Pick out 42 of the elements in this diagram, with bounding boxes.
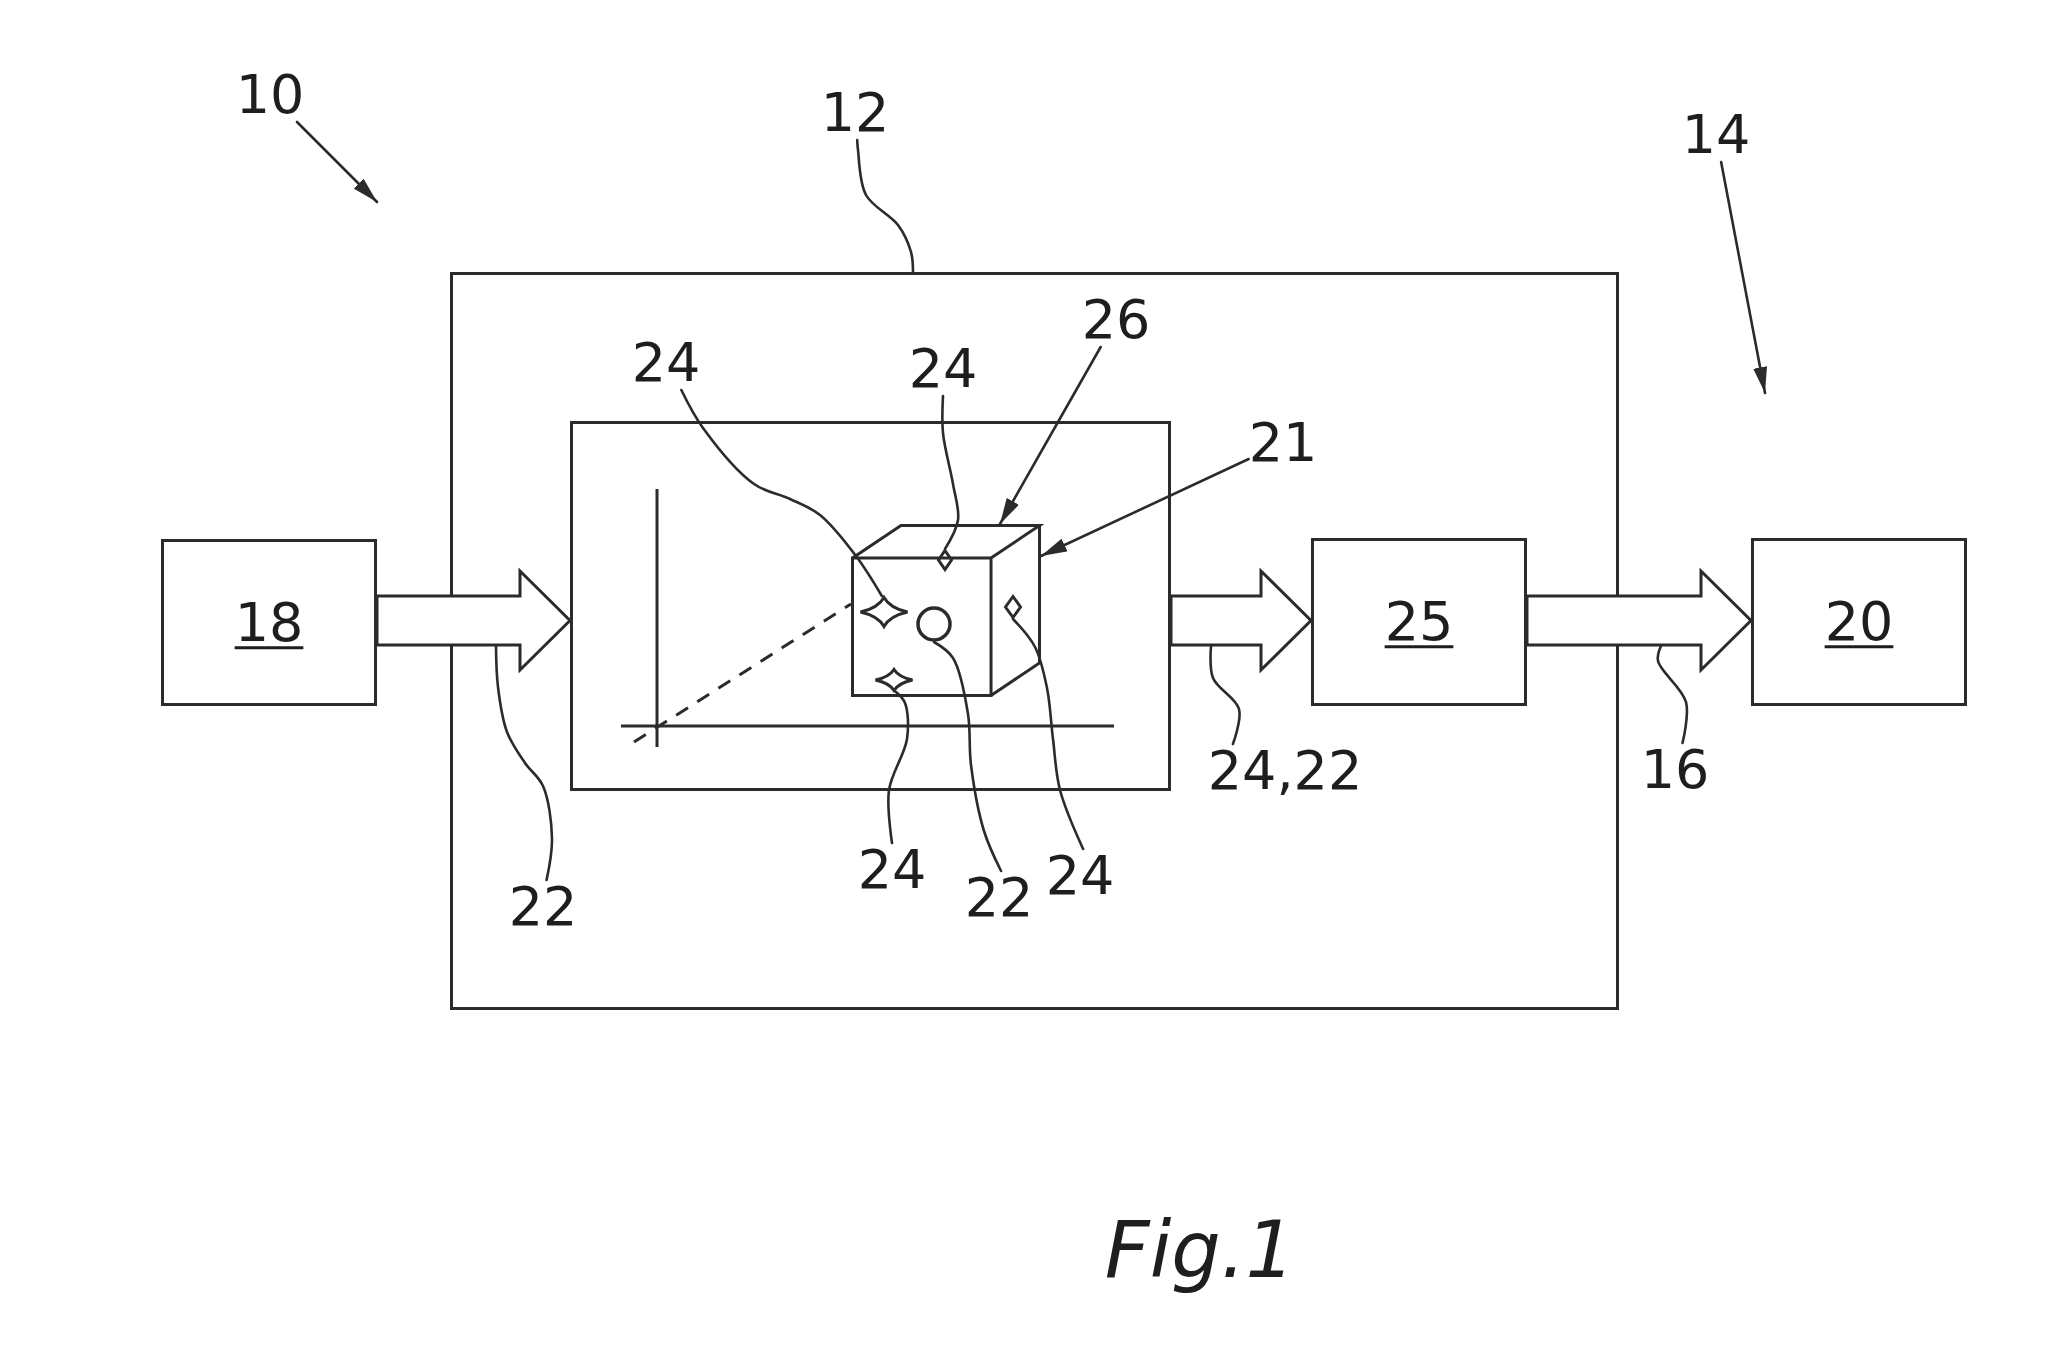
leader-arrow — [1719, 160, 1768, 395]
leader-line — [855, 138, 915, 274]
block-arrow — [1169, 567, 1314, 674]
reference-numeral: 18 — [234, 589, 304, 656]
reference-numeral: 21 — [1248, 416, 1318, 470]
reference-numeral: 22 — [964, 871, 1034, 925]
reference-numeral: 24 — [857, 843, 927, 897]
star-marker — [859, 596, 909, 628]
leader-line — [932, 640, 1003, 873]
reference-numeral: 24,22 — [1207, 744, 1363, 798]
component-block — [1311, 538, 1527, 706]
leader-line — [494, 644, 554, 882]
component-block — [1751, 538, 1967, 706]
star-marker — [874, 668, 914, 692]
reference-numeral: 24 — [631, 336, 701, 390]
diamond-marker — [1004, 595, 1022, 619]
reference-numeral: 24 — [1045, 849, 1115, 903]
outer-frame — [450, 272, 1619, 1010]
leader-arrow — [1039, 457, 1250, 558]
reference-numeral: 10 — [235, 68, 305, 122]
component-block — [161, 539, 377, 706]
reference-numeral: 22 — [508, 880, 578, 934]
leader-line — [680, 388, 884, 598]
leader-arrow — [998, 345, 1102, 526]
leader-line — [1011, 617, 1085, 851]
circle-marker — [916, 606, 952, 642]
reference-numeral: 26 — [1081, 293, 1151, 347]
block-arrow — [375, 567, 573, 674]
leader-line — [1656, 644, 1689, 745]
block-arrow — [1525, 567, 1754, 674]
inner-frame — [570, 421, 1171, 791]
leader-line — [1209, 644, 1241, 746]
reference-numeral: 12 — [820, 86, 890, 140]
reference-numeral: 24 — [908, 342, 978, 396]
leader-line — [941, 394, 960, 551]
reference-numeral: 16 — [1640, 743, 1710, 797]
leader-arrow — [295, 120, 379, 204]
leader-line — [887, 690, 910, 845]
diamond-marker — [937, 549, 953, 571]
reference-numeral: 25 — [1384, 589, 1454, 656]
reference-numeral: 20 — [1824, 589, 1894, 656]
reference-numeral: 14 — [1681, 108, 1751, 162]
